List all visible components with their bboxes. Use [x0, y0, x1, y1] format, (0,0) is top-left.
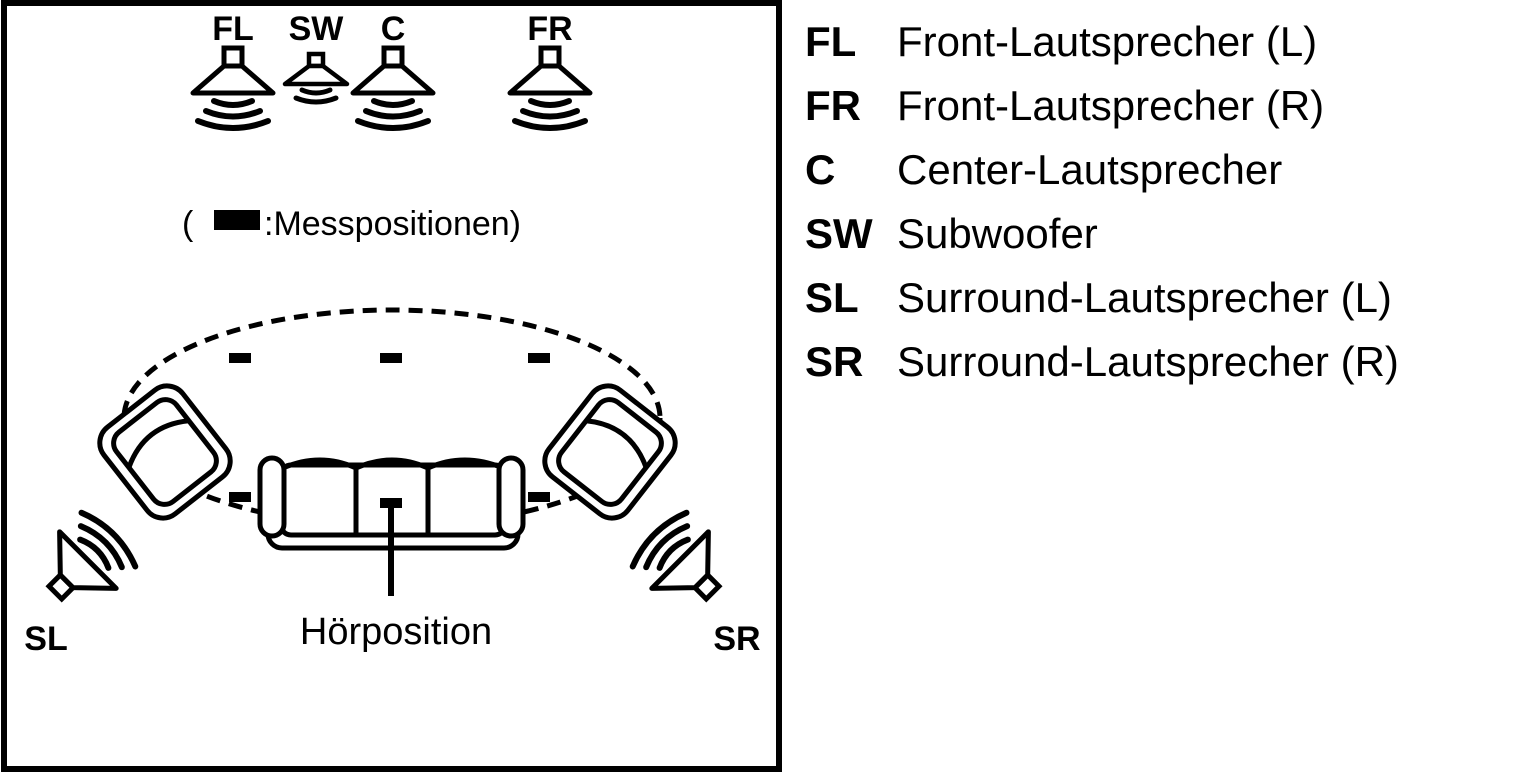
measurement-positions — [229, 353, 550, 508]
left-armchair — [92, 378, 239, 526]
fr-label: FR — [527, 10, 572, 48]
legend-description: Surround-Lautsprecher (R) — [897, 338, 1399, 385]
speaker-legend: FL Front-Lautsprecher (L) FR Front-Lautspre… — [805, 10, 1525, 394]
subwoofer-icon — [285, 54, 347, 102]
legend-item: FR Front-Lautsprecher (R) — [805, 74, 1525, 138]
c-label: C — [381, 10, 406, 48]
measurement-position-marker — [229, 492, 251, 502]
legend-code: FR — [805, 82, 861, 129]
listening-position-label: Hörposition — [300, 611, 492, 653]
legend-code: FL — [805, 18, 857, 65]
front-right-speaker-icon — [510, 48, 590, 128]
legend-description: Front-Lautsprecher (R) — [897, 82, 1325, 129]
sr-label: SR — [713, 620, 760, 658]
room-diagram: FL SW C FR ( :Messpositionen) Hörpositio… — [1, 0, 782, 772]
fl-label: FL — [212, 10, 254, 48]
measurement-note-text: :Messpositionen) — [264, 205, 521, 243]
legend-description: Front-Lautsprecher (L) — [897, 18, 1318, 65]
room-frame — [1, 0, 782, 772]
measurement-position-marker — [380, 498, 402, 508]
legend-item: SW Subwoofer — [805, 202, 1525, 266]
measurement-position-marker — [380, 353, 402, 363]
center-speaker-icon — [353, 48, 433, 128]
surround-right-speaker-icon — [626, 506, 741, 621]
legend-item: C Center-Lautsprecher — [805, 138, 1525, 202]
surround-left-speaker-icon — [27, 506, 142, 621]
measurement-marker-key — [214, 210, 260, 230]
legend-item: FL Front-Lautsprecher (L) — [805, 10, 1525, 74]
legend-code: C — [805, 146, 836, 193]
sl-label: SL — [24, 620, 67, 658]
legend-code: SL — [805, 274, 859, 321]
measurement-position-marker — [528, 353, 550, 363]
measurement-position-marker — [528, 492, 550, 502]
measurement-position-marker — [229, 353, 251, 363]
legend-code: SR — [805, 338, 864, 385]
legend-description: Subwoofer — [897, 210, 1098, 257]
legend-code: SW — [805, 210, 873, 257]
legend-item: SR Surround-Lautsprecher (R) — [805, 330, 1525, 394]
sw-label: SW — [289, 10, 345, 48]
front-left-speaker-icon — [193, 48, 273, 128]
room-diagram-svg: FL SW C FR ( :Messpositionen) Hörpositio… — [1, 0, 782, 772]
legend-description: Center-Lautsprecher — [897, 146, 1283, 193]
legend-description: Surround-Lautsprecher (L) — [897, 274, 1392, 321]
measurement-note-open: ( — [182, 205, 194, 243]
legend-item: SL Surround-Lautsprecher (L) — [805, 266, 1525, 330]
